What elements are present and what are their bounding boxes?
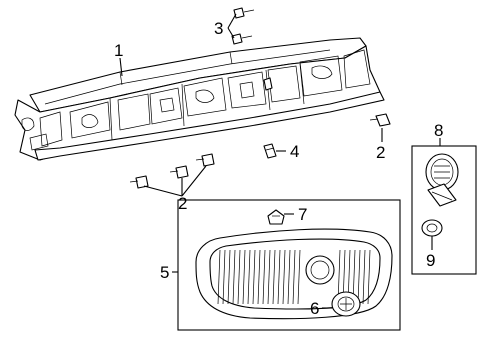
callout-5: 5 — [160, 263, 169, 282]
clip-part — [263, 143, 277, 159]
grille-slat — [217, 249, 221, 305]
leader-3a — [227, 13, 237, 29]
callout-3: 3 — [214, 19, 223, 38]
callout-9: 9 — [426, 251, 435, 270]
grille-slat — [242, 249, 246, 305]
grille-slat — [232, 249, 236, 305]
leader-1 — [119, 57, 123, 77]
retainer-part — [421, 219, 443, 237]
screws-lower — [129, 153, 215, 189]
grille-slat — [287, 249, 291, 305]
emblem-clip-part — [267, 209, 285, 225]
grille-slat — [277, 249, 281, 305]
grille-slat — [292, 249, 296, 305]
radiator-support-part — [14, 37, 385, 161]
emblem-kit-box — [411, 145, 477, 275]
grille-slats — [217, 249, 371, 305]
grille-slat — [362, 249, 366, 305]
emblem-part — [331, 291, 361, 317]
grille-slat — [252, 249, 256, 305]
callout-6: 6 — [310, 299, 319, 318]
grille-slat — [367, 249, 371, 305]
leader-2b-1 — [143, 185, 183, 197]
bolt-right — [369, 113, 391, 127]
grille-slat — [247, 249, 251, 305]
grille-slat — [257, 249, 261, 305]
emblem-kit-part — [425, 153, 459, 207]
grille-part — [195, 228, 393, 320]
grille-slat — [282, 249, 286, 305]
grille-slat — [267, 249, 271, 305]
grille-slat — [262, 249, 266, 305]
callout-4: 4 — [290, 142, 299, 161]
screw-upper — [231, 7, 255, 45]
grille-slat — [272, 249, 276, 305]
callout-2-lower: 2 — [178, 194, 187, 213]
grille-slat — [357, 249, 361, 305]
grille-slat — [222, 249, 226, 305]
callout-2-right: 2 — [376, 143, 385, 162]
leader-3b — [227, 27, 235, 39]
grille-slat — [297, 249, 301, 305]
leader-2b-3 — [181, 165, 207, 197]
grille-slat — [227, 249, 231, 305]
grille-group-box — [177, 199, 401, 331]
callout-1: 1 — [114, 41, 123, 60]
callout-7: 7 — [298, 205, 307, 224]
grille-slat — [237, 249, 241, 305]
callout-8: 8 — [434, 121, 443, 140]
